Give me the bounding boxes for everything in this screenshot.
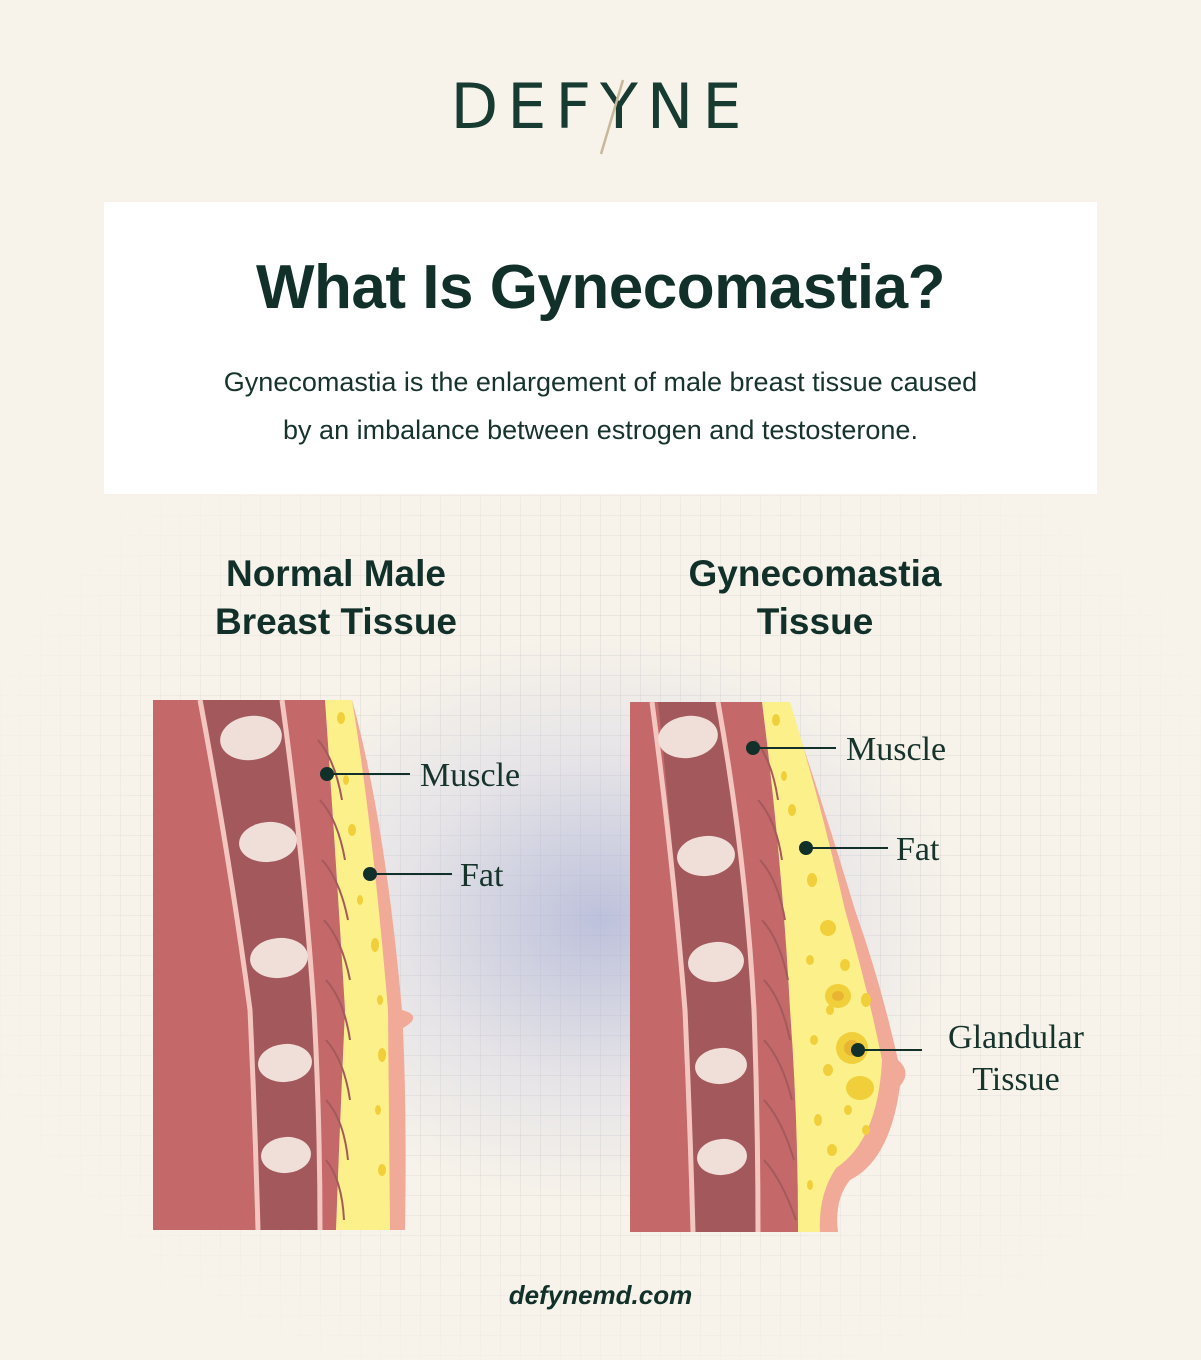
- gyn-muscle-fibers: [754, 739, 797, 1221]
- intro-card: What Is Gynecomastia? Gynecomastia is th…: [104, 202, 1097, 494]
- fat-label: Fat: [896, 831, 940, 868]
- description-line: Gynecomastia is the enlargement of male …: [223, 367, 978, 397]
- normal-fascia-line: [197, 699, 261, 1231]
- fat-label: Fat: [460, 857, 504, 894]
- glandular-label: Tissue: [972, 1061, 1060, 1098]
- heading-line: Gynecomastia: [688, 553, 942, 594]
- page-title: What Is Gynecomastia?: [256, 253, 945, 322]
- description-line: by an imbalance between estrogen and tes…: [283, 415, 918, 445]
- normal-muscle-fibers: [317, 739, 351, 1221]
- normal-fat-dots: [337, 712, 386, 1176]
- normal-fat-layer: [325, 700, 390, 1230]
- normal-tissue-diagram: Muscle Fat: [153, 699, 520, 1231]
- brand-logo: DEFYNE: [450, 70, 751, 143]
- heading-line: Tissue: [756, 601, 874, 642]
- muscle-label: Muscle: [420, 757, 520, 794]
- muscle-label: Muscle: [846, 731, 946, 768]
- gyn-fascia-line: [649, 701, 696, 1233]
- heading-line: Breast Tissue: [215, 601, 457, 642]
- heading-line: Normal Male: [225, 553, 446, 594]
- normal-rib-bones: [220, 715, 312, 1174]
- logo-accent-slash: [599, 79, 625, 155]
- website-url: defynemd.com: [508, 1280, 693, 1310]
- gyn-fat-layer: [762, 702, 882, 1232]
- glandular-label: Glandular: [948, 1019, 1085, 1056]
- gyn-rib-bones: [658, 715, 747, 1176]
- normal-fascia-line: [279, 699, 323, 1231]
- gyn-fascia-line: [715, 701, 761, 1233]
- normal-tissue-heading: Normal Male Breast Tissue: [176, 550, 496, 646]
- gynecomastia-tissue-diagram: Muscle Fat Glandular Tissue: [630, 701, 1085, 1233]
- page-description: Gynecomastia is the enlargement of male …: [144, 358, 1057, 454]
- gynecomastia-tissue-heading: Gynecomastia Tissue: [655, 550, 975, 646]
